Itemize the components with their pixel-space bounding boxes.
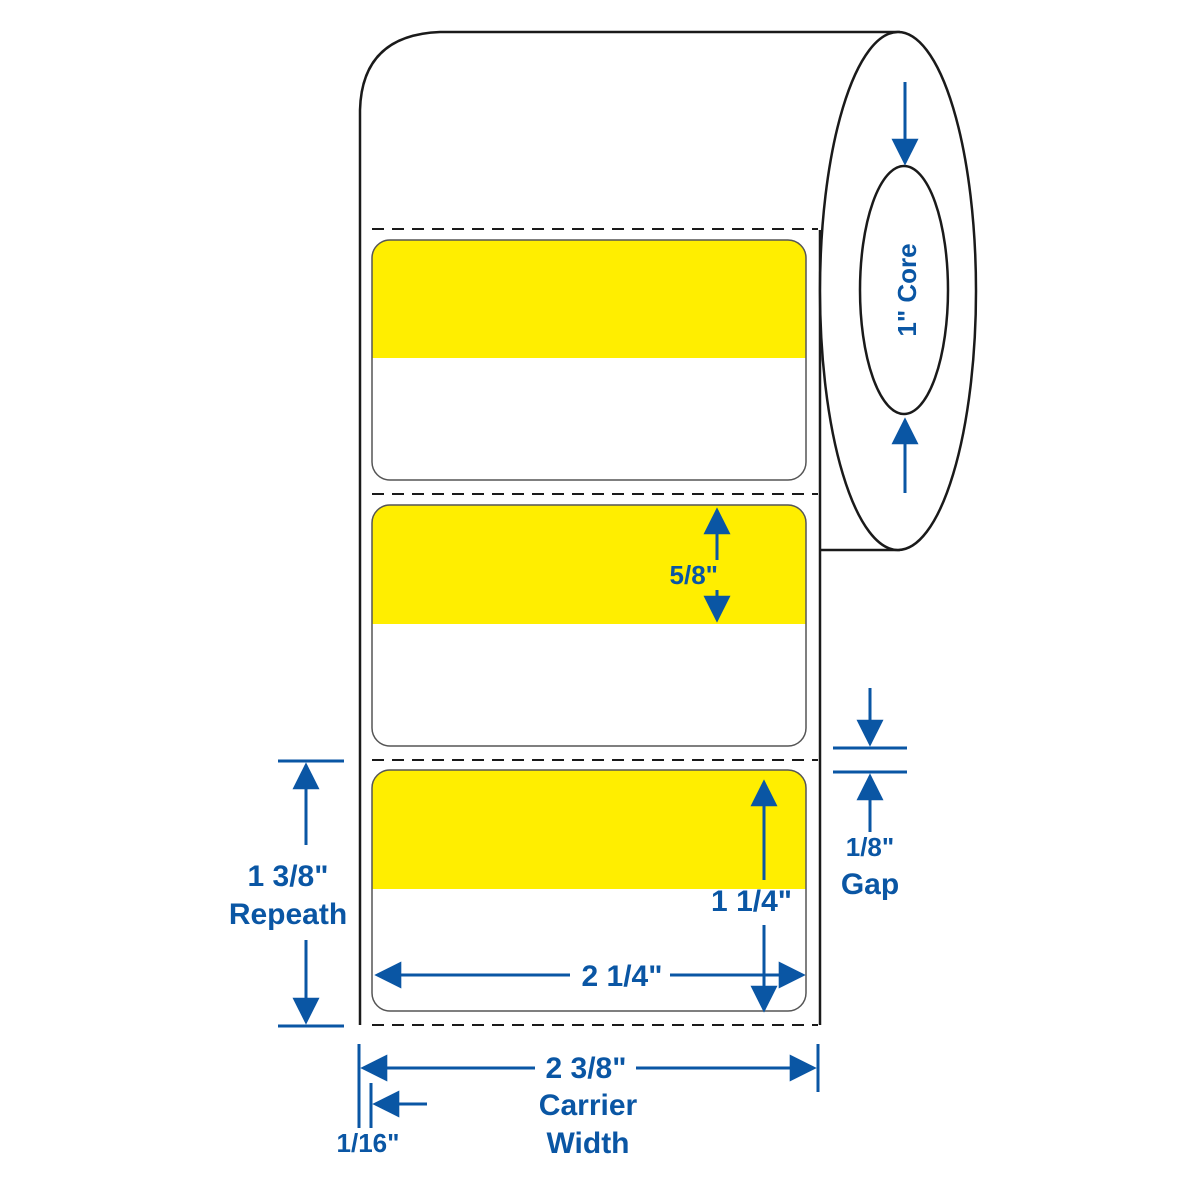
liner-margin-dimension: 1/16": [337, 1083, 427, 1158]
core-dimension: 1" Core: [891, 82, 922, 493]
carrier-width-value: 2 3/8": [546, 1052, 627, 1085]
label-color-band: [372, 770, 806, 889]
cut-lines: [372, 228, 818, 1026]
carrier-width-label-line2: Width: [546, 1127, 629, 1160]
label-height-value: 1 1/4": [711, 885, 792, 918]
label-height-dimension: 1 1/4": [711, 779, 792, 1013]
label-width-value: 2 1/4": [582, 960, 663, 993]
carrier-width-label-line1: Carrier: [539, 1089, 638, 1122]
liner-margin-value: 1/16": [337, 1128, 400, 1158]
band-height-label: 5/8": [670, 560, 718, 590]
repeat-label: Repeath: [229, 898, 347, 931]
band-height-dimension: 5/8": [670, 507, 731, 623]
label-2: [371, 504, 807, 747]
label-3: [371, 769, 807, 1012]
gap-dimension: 1/8" Gap: [833, 688, 907, 901]
core-ellipse: [858, 164, 950, 416]
roll-end: [818, 30, 978, 552]
label-color-band: [372, 505, 806, 624]
label-1: [371, 239, 807, 481]
carrier-width-dimension: 2 3/8" Carrier Width: [357, 1044, 820, 1160]
repeat-value: 1 3/8": [248, 860, 329, 893]
core-label: 1" Core: [892, 243, 922, 336]
gap-value: 1/8": [846, 832, 894, 862]
gap-label: Gap: [841, 868, 899, 901]
roll-body: [358, 30, 900, 1025]
label-color-band: [372, 240, 806, 358]
label-width-dimension: 2 1/4": [374, 960, 806, 993]
repeat-dimension: 1 3/8" Repeath: [229, 759, 347, 1028]
